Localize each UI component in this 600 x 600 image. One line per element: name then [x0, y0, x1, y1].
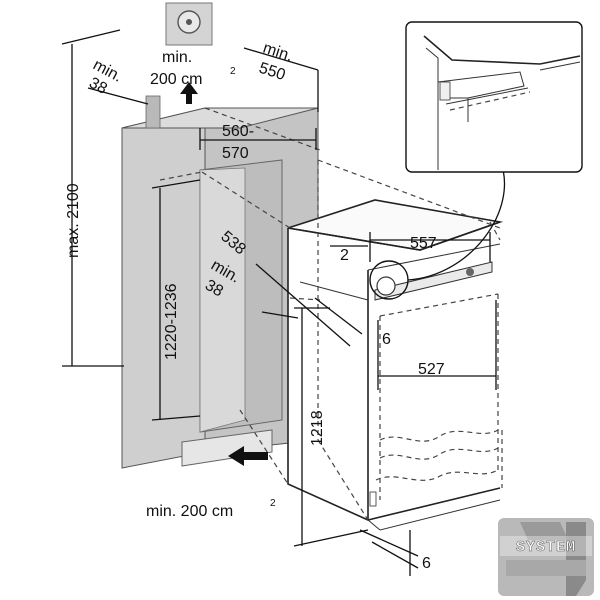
label-bottom-6: 6 — [422, 555, 431, 572]
label-offset-6: 6 — [382, 331, 391, 348]
label-min-38-top-b: 38 — [86, 75, 110, 98]
label-vent-bottom: min. 200 cm — [146, 503, 233, 520]
airflow-arrows — [180, 82, 268, 466]
label-width-557: 557 — [410, 235, 437, 252]
detail-callout — [369, 21, 583, 300]
label-gap-2: 2 — [340, 247, 349, 264]
label-vent-top-a: min. — [162, 49, 192, 66]
label-niche-height: 1220-1236 — [163, 283, 180, 360]
label-vent-bottom-sup: 2 — [270, 498, 276, 509]
label-width-560: 560- — [222, 123, 254, 140]
system-logo-text: SYSTEM — [516, 539, 576, 556]
label-max-height: max. 2100 — [65, 183, 82, 258]
label-height-1218: 1218 — [309, 410, 326, 446]
label-vent-top-sup: 2 — [230, 66, 236, 77]
dimension-lines — [61, 29, 497, 576]
system-logo: SYSTEM — [498, 518, 594, 596]
label-min-38-mid-b: 38 — [202, 277, 226, 301]
appliance — [287, 199, 504, 531]
air-outlet-arrow — [180, 82, 198, 104]
label-width-570: 570 — [222, 145, 249, 162]
label-depth-527: 527 — [418, 361, 445, 378]
dimension-labels: min. 38 min. 200 cm 2 min. 550 560- 570 … — [65, 40, 445, 572]
niche-cabinet — [121, 95, 319, 469]
ventilation-grille-icon — [165, 2, 213, 46]
label-min-550-b: 550 — [257, 60, 288, 84]
air-inlet-arrow — [228, 446, 268, 466]
label-vent-top-b: 200 cm — [150, 71, 202, 88]
